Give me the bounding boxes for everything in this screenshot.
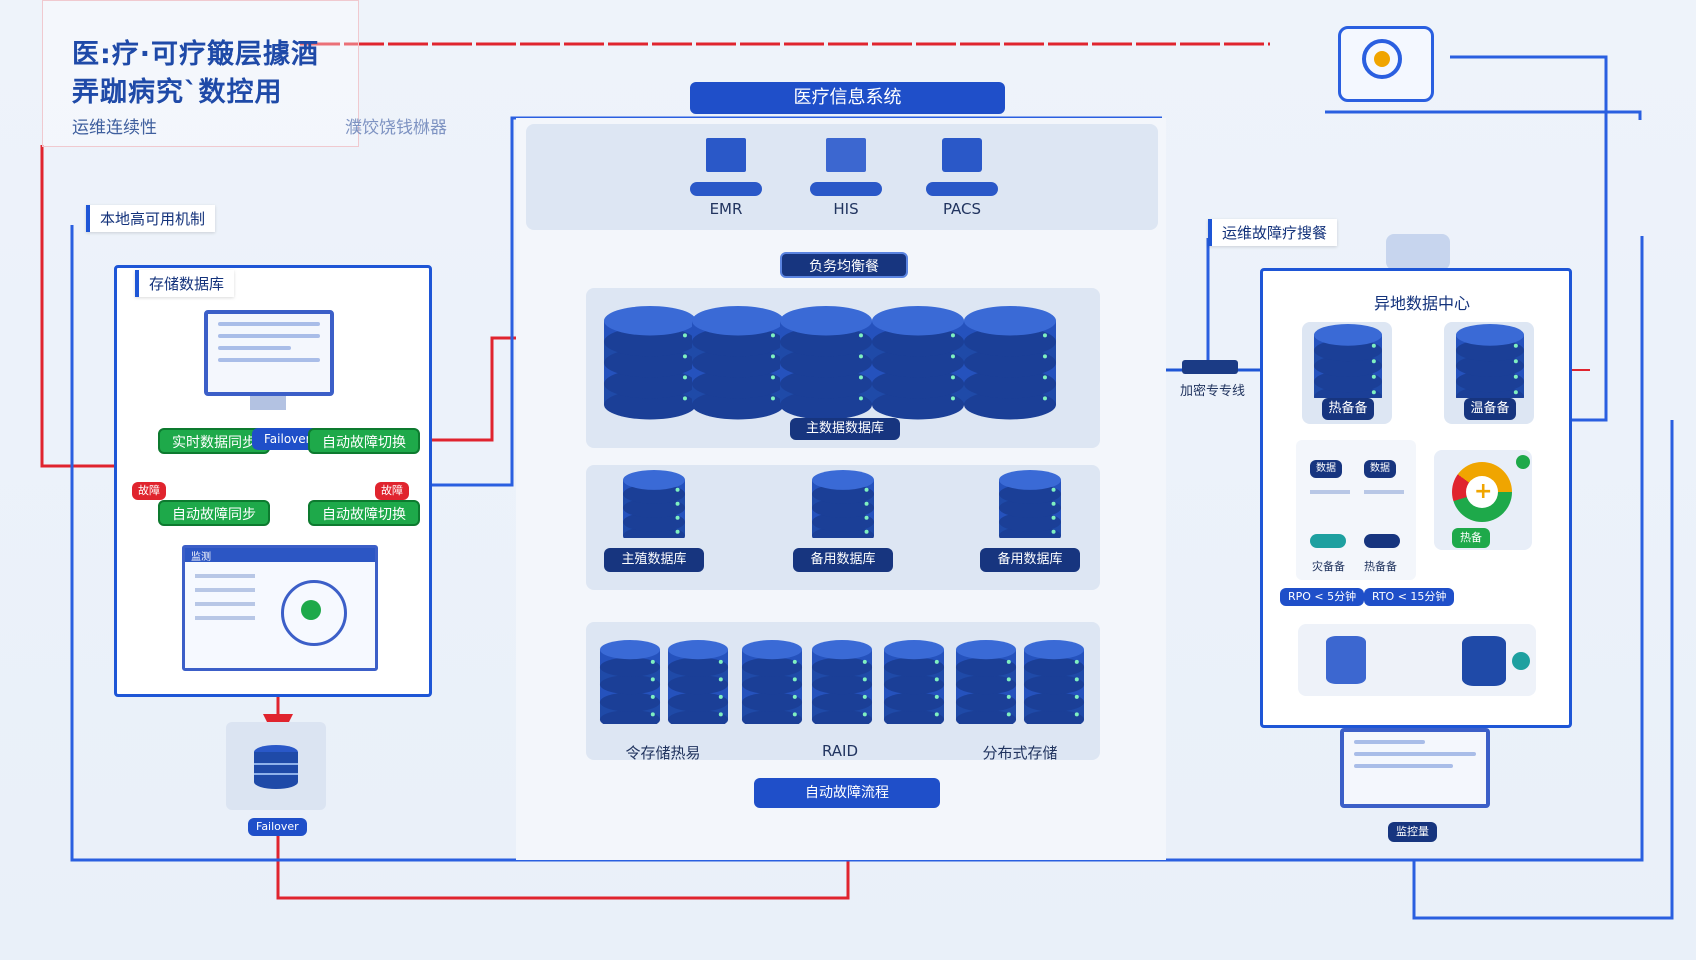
document-icon: [826, 138, 866, 172]
load-balancer-button[interactable]: 负务均衡餐: [780, 252, 908, 278]
status-ring-icon: [281, 580, 347, 646]
disaster-standby-label: 灾备备: [1312, 560, 1345, 573]
building-icon: [706, 138, 746, 172]
remote-monitor-icon: [1340, 728, 1490, 808]
mini-label-left: 数据: [1310, 460, 1342, 478]
system-label-his: HIS: [833, 200, 859, 218]
hot-standby-label: 热备备: [1322, 398, 1374, 420]
rpo-badge: RPO < 5分钟: [1280, 588, 1365, 606]
monitor-icon: [204, 310, 334, 396]
storage-db-3: [742, 640, 802, 724]
main-db-cluster: [604, 306, 1056, 420]
computer-icon: [942, 138, 982, 172]
tier-db-label-3: 备用数据库: [980, 548, 1080, 572]
local-ha-header: 本地高可用机制: [86, 205, 216, 232]
storage-db-4: [812, 640, 872, 724]
center-title: 医疗信息系统: [690, 82, 1005, 114]
storage-label-3: 分布式存储: [982, 744, 1058, 762]
status-ok-icon: [301, 600, 321, 620]
auto-switch-badge-bottom: 自动故障切换: [308, 500, 420, 526]
main-db-4: [872, 306, 964, 420]
main-db-2: [692, 306, 784, 420]
remote-dc-title: 异地数据中心: [1374, 294, 1471, 313]
system-status-bar-2: [810, 182, 882, 196]
storage-db-6: [956, 640, 1016, 724]
plus-icon: +: [1474, 479, 1493, 504]
main-db-1: [604, 306, 696, 420]
mini-toggle-left: [1310, 534, 1346, 548]
main-cluster-label: 主数据数据库: [790, 418, 900, 440]
recovery-label: 热备: [1452, 528, 1490, 548]
sync-status-icon: [1512, 652, 1530, 670]
storage-db-label: 存储数据库: [135, 270, 235, 297]
tier-db-shape-3: [999, 470, 1061, 538]
encrypted-link-label: 加密专专线: [1180, 384, 1246, 399]
monitor-stand-icon: [250, 396, 286, 410]
tier-db-shape-2: [812, 470, 874, 538]
fault-badge-right: 故障: [375, 482, 409, 500]
tier-db-label-2: 备用数据库: [793, 548, 893, 572]
realtime-sync-badge: 实时数据同步: [158, 428, 270, 454]
storage-db-cluster: [600, 640, 1084, 724]
target-icon: [1362, 39, 1402, 79]
system-label-emr: EMR: [709, 200, 743, 218]
target-center-icon: [1374, 51, 1390, 67]
system-status-bar-1: [690, 182, 762, 196]
dashboard-title: 监测: [185, 548, 375, 563]
page-title-line1: 医:疗·可疗簸层據酒: [72, 39, 320, 70]
main-db-5: [964, 306, 1056, 420]
system-label-pacs: PACS: [942, 200, 982, 218]
failover-database-icon: [254, 745, 298, 789]
storage-db-1: [600, 640, 660, 724]
router-icon: [1182, 360, 1238, 374]
tier-db-label-1: 主殖数据库: [604, 548, 704, 572]
mini-toggle-right: [1364, 534, 1400, 548]
auto-sync-badge: 自动故障同步: [158, 500, 270, 526]
tier-db-icon-1: [623, 470, 685, 538]
storage-label-2: RAID: [821, 742, 859, 760]
main-db-3: [780, 306, 872, 420]
page-title-line2: 弄跏病究`数控用: [72, 77, 283, 108]
monitor-dashboard: 监测: [182, 545, 378, 671]
storage-db-2: [668, 640, 728, 724]
backup-drive-icon: [1326, 636, 1366, 684]
storage-label-1: 令存储热易: [625, 744, 701, 762]
hot-standby-db-icon: [1314, 324, 1382, 398]
warm-standby-label: 温备备: [1464, 398, 1516, 420]
fault-badge-left: 故障: [132, 482, 166, 500]
hot-standby-small-label: 热备备: [1364, 560, 1397, 573]
tier-db-icon-2: [812, 470, 874, 538]
remote-db-small-icon: [1462, 636, 1506, 686]
title-block: [42, 0, 359, 147]
storage-db-7: [1024, 640, 1084, 724]
remote-top-db-icon: [1386, 234, 1450, 270]
failover-bottom-badge: Failover: [248, 818, 307, 836]
page-subtitle: 运维连续性: [72, 118, 157, 138]
auto-switch-badge-top: 自动故障切换: [308, 428, 420, 454]
warm-standby-db-icon: [1456, 324, 1524, 398]
auto-failover-button[interactable]: 自动故障流程: [754, 778, 940, 808]
rto-badge: RTO < 15分钟: [1364, 588, 1455, 606]
failover-badge: Failover: [252, 428, 323, 450]
remote-db-icons: [1314, 324, 1524, 398]
tier-db-icon-3: [999, 470, 1061, 538]
monitor-label: 监控量: [1388, 822, 1437, 842]
storage-db-5: [884, 640, 944, 724]
page-subtitle-secondary: 濮饺饶钱椕器: [345, 118, 447, 138]
ops-fault-tag: 运维故障疗搜餐: [1208, 219, 1338, 246]
ok-dot-icon: [1516, 455, 1530, 469]
system-status-bar-3: [926, 182, 998, 196]
mini-label-right: 数据: [1364, 460, 1396, 478]
tier-db-shape-1: [623, 470, 685, 538]
